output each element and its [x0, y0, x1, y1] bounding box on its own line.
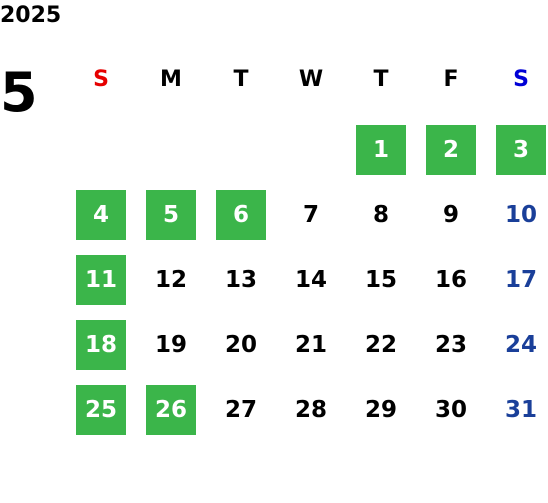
day-cell-27[interactable]: 27 [224, 397, 257, 423]
day-cell-13[interactable]: 13 [224, 267, 257, 293]
weekday-wed: W [298, 67, 324, 92]
weekday-mon: M [160, 67, 182, 92]
weekday-fri: F [443, 67, 459, 92]
day-cell-11[interactable]: 11 [76, 255, 126, 305]
day-cell-29[interactable]: 29 [364, 397, 397, 423]
day-cell-15[interactable]: 15 [364, 267, 397, 293]
day-cell-19[interactable]: 19 [154, 332, 187, 358]
day-cell-24[interactable]: 24 [504, 332, 537, 358]
weekday-sun: S [93, 67, 109, 92]
day-cell-30[interactable]: 30 [434, 397, 467, 423]
day-cell-25[interactable]: 25 [76, 385, 126, 435]
day-cell-3[interactable]: 3 [496, 125, 546, 175]
day-cell-4[interactable]: 4 [76, 190, 126, 240]
day-cell-23[interactable]: 23 [434, 332, 467, 358]
day-cell-26[interactable]: 26 [146, 385, 196, 435]
day-cell-21[interactable]: 21 [294, 332, 327, 358]
day-cell-6[interactable]: 6 [216, 190, 266, 240]
weekday-sat: S [513, 67, 529, 92]
day-cell-17[interactable]: 17 [504, 267, 537, 293]
day-cell-8[interactable]: 8 [372, 202, 389, 228]
calendar-year: 2025 [0, 3, 62, 28]
day-cell-1[interactable]: 1 [356, 125, 406, 175]
day-cell-28[interactable]: 28 [294, 397, 327, 423]
weekday-thu: T [373, 67, 389, 92]
day-cell-22[interactable]: 22 [364, 332, 397, 358]
day-cell-31[interactable]: 31 [504, 397, 537, 423]
day-cell-12[interactable]: 12 [154, 267, 187, 293]
day-cell-5[interactable]: 5 [146, 190, 196, 240]
day-cell-18[interactable]: 18 [76, 320, 126, 370]
day-cell-10[interactable]: 10 [504, 202, 537, 228]
day-cell-14[interactable]: 14 [294, 267, 327, 293]
day-cell-9[interactable]: 9 [442, 202, 459, 228]
day-cell-7[interactable]: 7 [302, 202, 319, 228]
weekday-tue: T [233, 67, 249, 92]
day-cell-16[interactable]: 16 [434, 267, 467, 293]
calendar-month: 5 [0, 61, 38, 124]
day-cell-20[interactable]: 20 [224, 332, 257, 358]
day-cell-2[interactable]: 2 [426, 125, 476, 175]
